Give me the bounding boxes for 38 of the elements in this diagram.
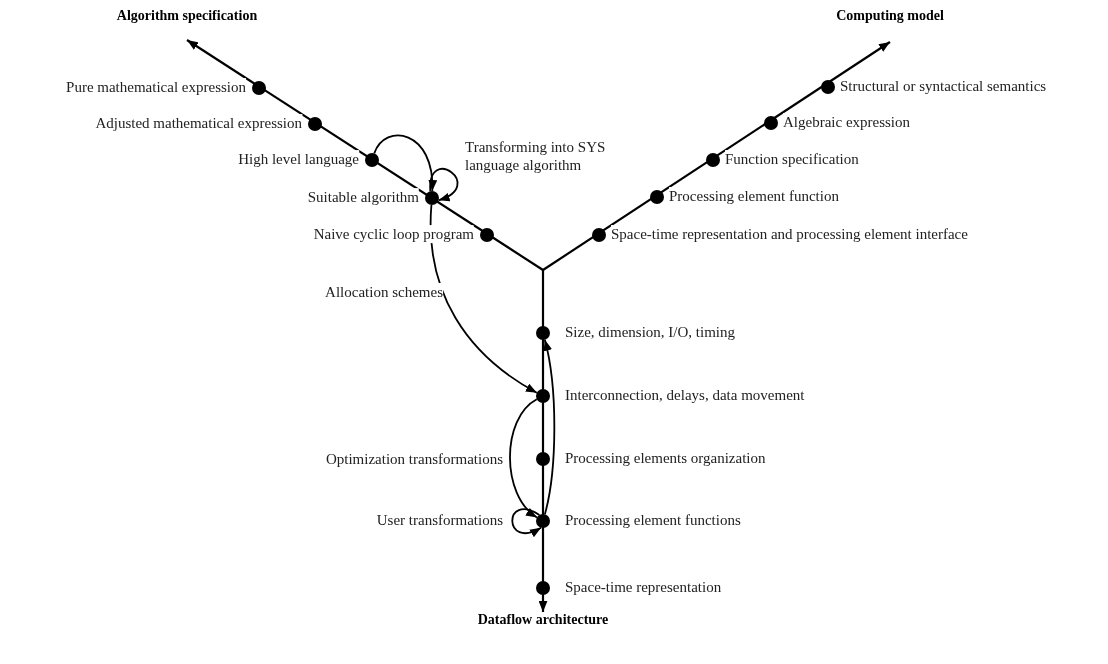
axis-title: Algorithm specification (116, 8, 258, 40)
point-label: Adjusted mathematical expression (95, 114, 302, 133)
edge-label: Optimization transformations (325, 450, 503, 468)
point-label: Pure mathematical expression (66, 78, 246, 97)
dot-marker (536, 581, 550, 595)
dot-marker (308, 117, 322, 131)
loop-arrow (429, 168, 459, 202)
loop-arrow (511, 508, 542, 537)
point-label: Naive cyclic loop program (313, 225, 474, 244)
dot-marker (536, 514, 550, 528)
dot-marker (706, 153, 720, 167)
point-label: Processing element function (669, 187, 839, 206)
axis-arrow (538, 270, 548, 612)
dot-marker (536, 389, 550, 403)
dot-marker (536, 326, 550, 340)
point-label: Processing element functions (565, 511, 741, 530)
curved-arrow (429, 204, 538, 394)
axis-arrow (186, 39, 544, 271)
dot-marker (592, 228, 606, 242)
dot-marker (536, 452, 550, 466)
dot-marker (252, 81, 266, 95)
dot-marker (650, 190, 664, 204)
curved-arrow (373, 134, 437, 192)
axis-title: Dataflow architecture (477, 612, 609, 628)
point-label: Space-time representation and processing element interface (611, 225, 968, 244)
point-label: High level language (238, 150, 359, 169)
curved-arrow (509, 398, 538, 519)
point-label: Function specification (725, 150, 859, 169)
axis-title: Computing model (836, 8, 944, 42)
dot-marker (764, 116, 778, 130)
dot-marker (480, 228, 494, 242)
dot-marker (365, 153, 379, 167)
axis-arrow (542, 41, 891, 271)
dot-marker (425, 191, 439, 205)
curved-arrow (543, 338, 556, 516)
dot-marker (821, 80, 835, 94)
point-label: Algebraic expression (783, 113, 911, 132)
point-label: Suitable algorithm (307, 188, 419, 207)
